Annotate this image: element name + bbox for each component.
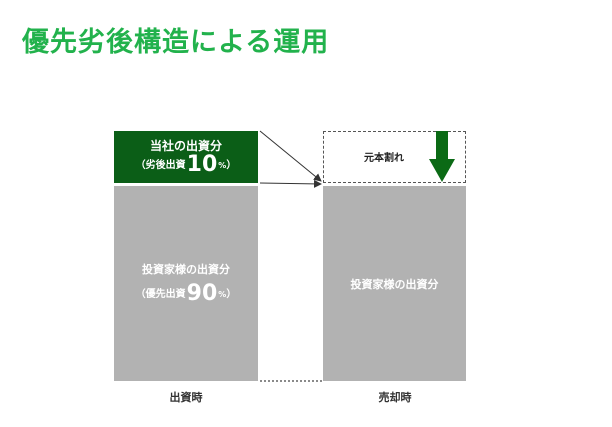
principal-loss-block: 元本割れ <box>323 131 466 183</box>
down-arrow-icon <box>429 131 455 182</box>
investor-share-block-initial: 投資家様の出資分 （優先出資90%） <box>114 186 258 381</box>
caption-sale-time: 売却時 <box>378 391 412 404</box>
investor-share-sub-prefix: （優先出資 <box>135 289 186 300</box>
investor-share-sub-suffix: ） <box>226 289 237 300</box>
company-share-label: 当社の出資分 <box>149 138 222 153</box>
principal-loss-label: 元本割れ <box>364 153 404 164</box>
company-share-block: 当社の出資分 （劣後出資10%） <box>114 131 258 183</box>
investor-share-block-sale: 投資家様の出資分 <box>323 186 466 381</box>
company-share-unit: % <box>218 160 227 170</box>
page-title: 優先劣後構造による運用 <box>22 27 330 58</box>
investor-share-percent: 90 <box>186 281 218 306</box>
investor-share-label-sale: 投資家様の出資分 <box>350 277 439 291</box>
arrow-right-icon-lower <box>259 179 322 188</box>
investor-share-label-initial: 投資家様の出資分 <box>142 263 230 276</box>
caption-investment-time: 出資時 <box>169 391 203 404</box>
company-share-sub-suffix: ） <box>226 159 237 171</box>
company-share-percent: 10 <box>186 151 218 177</box>
company-share-sub: （劣後出資10%） <box>135 151 237 177</box>
investor-share-sub: （優先出資90%） <box>136 279 237 310</box>
arrow-right-icon <box>259 130 322 182</box>
investor-share-unit: % <box>218 290 227 299</box>
company-share-sub-prefix: （劣後出資 <box>135 159 186 171</box>
